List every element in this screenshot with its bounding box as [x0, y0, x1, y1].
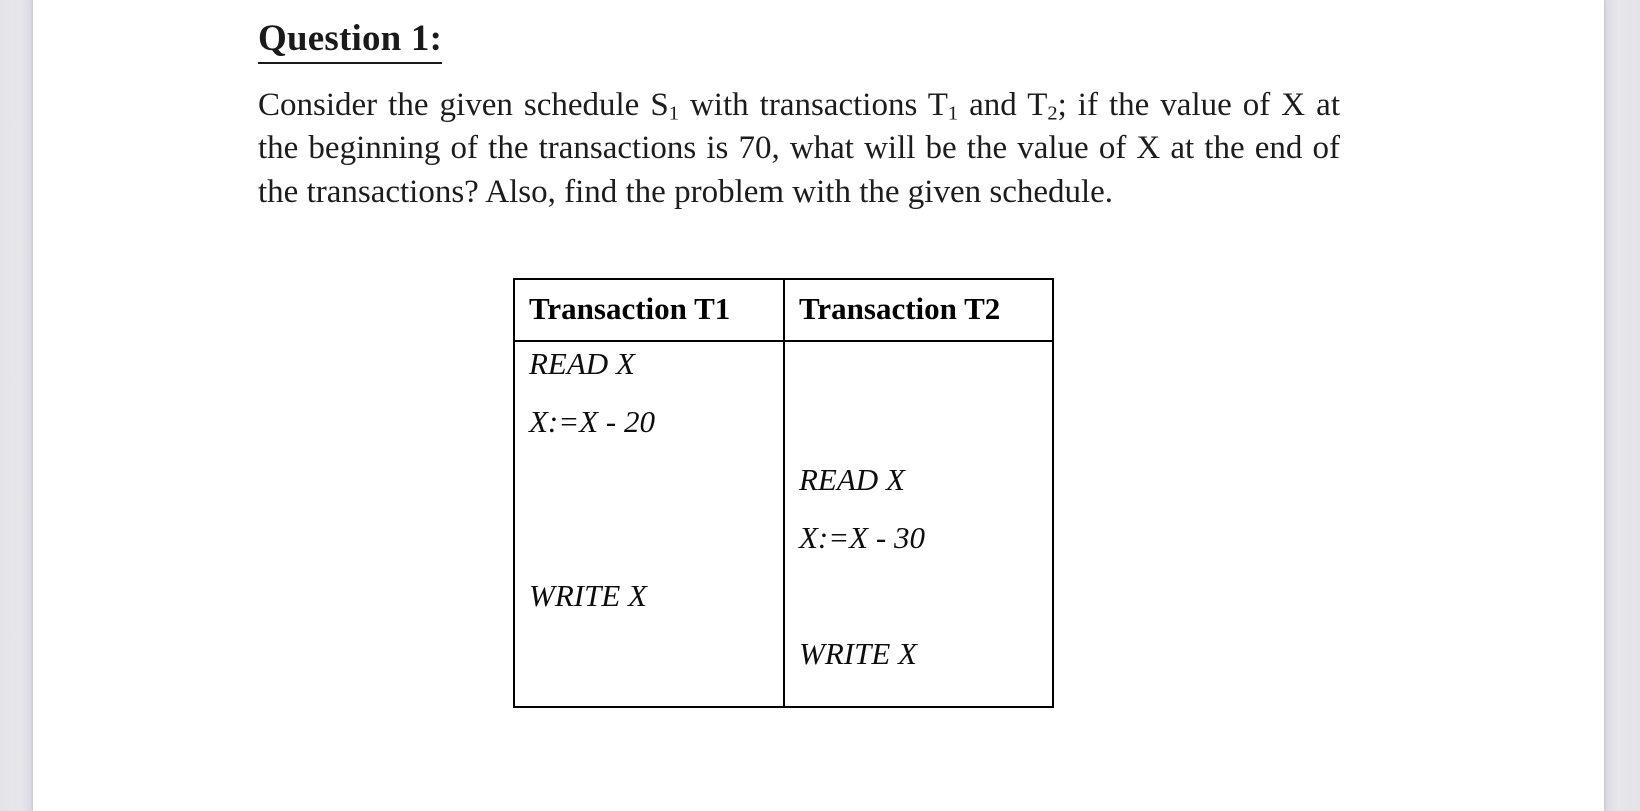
operation-line-blank [799, 580, 1052, 638]
column-header-t2: Transaction T2 [783, 278, 1054, 342]
subscript: 1 [947, 102, 959, 125]
document-page: Question 1: Consider the given schedule … [33, 0, 1604, 811]
left-gutter [0, 0, 33, 811]
table-row: READ X X:=X - 20 WRITE X READ X X:=X - 30 … [513, 340, 1054, 708]
operation-line: READ X [799, 462, 905, 497]
page-content: Question 1: Consider the given schedule … [258, 18, 1340, 214]
text-run: ; if the value of X at the beginning of … [258, 86, 1340, 210]
cell-transaction-t2-operations: READ X X:=X - 30 WRITE X [783, 340, 1054, 708]
schedule-table: Transaction T1 Transaction T2 READ X X:=X… [513, 278, 1054, 708]
page-title: Question 1: [258, 18, 443, 64]
operation-line-blank [799, 348, 1052, 406]
question-paragraph: Consider the given schedule S1 with tran… [258, 84, 1340, 215]
schedule-table-container: Transaction T1 Transaction T2 READ X X:=X… [513, 278, 1054, 708]
subscript: 1 [668, 102, 679, 125]
table-header-row: Transaction T1 Transaction T2 [513, 278, 1054, 342]
operation-line-blank [529, 464, 783, 522]
operation-line: READ X [529, 346, 635, 381]
text-run: with transactions T [678, 86, 948, 123]
text-run: Consider the given schedule S [258, 86, 669, 123]
operation-line: WRITE X [799, 636, 917, 671]
cell-transaction-t1-operations: READ X X:=X - 20 WRITE X [513, 340, 785, 708]
operation-line: X:=X - 20 [529, 404, 655, 439]
operation-line: X:=X - 30 [799, 520, 925, 555]
operation-line-blank [529, 522, 783, 580]
right-gutter [1604, 0, 1640, 811]
column-header-t1: Transaction T1 [513, 278, 785, 342]
operation-line-blank [529, 638, 783, 696]
subscript: 2 [1047, 102, 1058, 125]
operation-line-blank [799, 406, 1052, 464]
text-run: and T [958, 86, 1048, 123]
operation-line: WRITE X [529, 578, 647, 613]
